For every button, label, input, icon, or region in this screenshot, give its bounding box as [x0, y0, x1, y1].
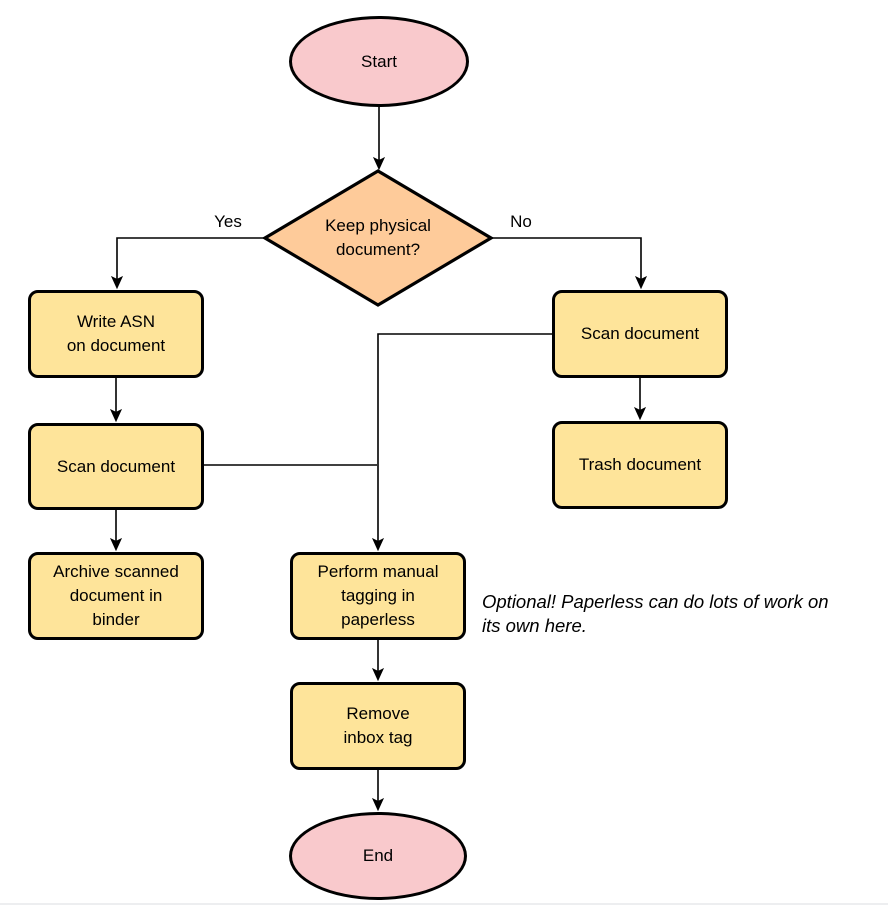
node-manual-tagging: Perform manual tagging in paperless	[290, 552, 466, 640]
edge-decision-scan-right	[490, 237, 641, 287]
node-scan-document-right-label: Scan document	[580, 324, 700, 344]
node-remove-inbox-tag: Remove inbox tag	[290, 682, 466, 770]
edge-label-no: No	[510, 212, 532, 231]
node-start-label: Start	[361, 51, 397, 71]
node-archive-scanned-label: Archive scanned document in binder	[53, 562, 179, 629]
node-write-asn: Write ASN on document	[28, 290, 204, 378]
node-scan-document-left: Scan document	[28, 423, 204, 510]
edge-label-yes: Yes	[214, 212, 242, 231]
node-start: Start	[289, 16, 469, 107]
edge-decision-write-asn	[117, 237, 266, 287]
node-write-asn-label: Write ASN on document	[66, 312, 166, 355]
node-scan-document-left-label: Scan document	[56, 456, 176, 476]
node-archive-scanned: Archive scanned document in binder	[28, 552, 204, 640]
node-trash-document: Trash document	[552, 421, 728, 509]
diamond-shape	[262, 169, 494, 307]
node-trash-document-label: Trash document	[578, 455, 702, 475]
node-remove-inbox-tag-label: Remove inbox tag	[343, 704, 413, 747]
page-divider	[0, 903, 888, 905]
annotation-optional-note: Optional! Paperless can do lots of work …	[482, 591, 829, 637]
node-end: End	[289, 812, 467, 900]
node-scan-document-right: Scan document	[552, 290, 728, 378]
node-decision-keep-physical-document: Keep physical document?	[262, 168, 494, 308]
node-manual-tagging-label: Perform manual tagging in paperless	[317, 562, 439, 629]
node-decision-label: Keep physical document?	[325, 216, 431, 259]
node-end-label: End	[362, 846, 394, 866]
edge-scan-right-tagging	[378, 333, 553, 549]
